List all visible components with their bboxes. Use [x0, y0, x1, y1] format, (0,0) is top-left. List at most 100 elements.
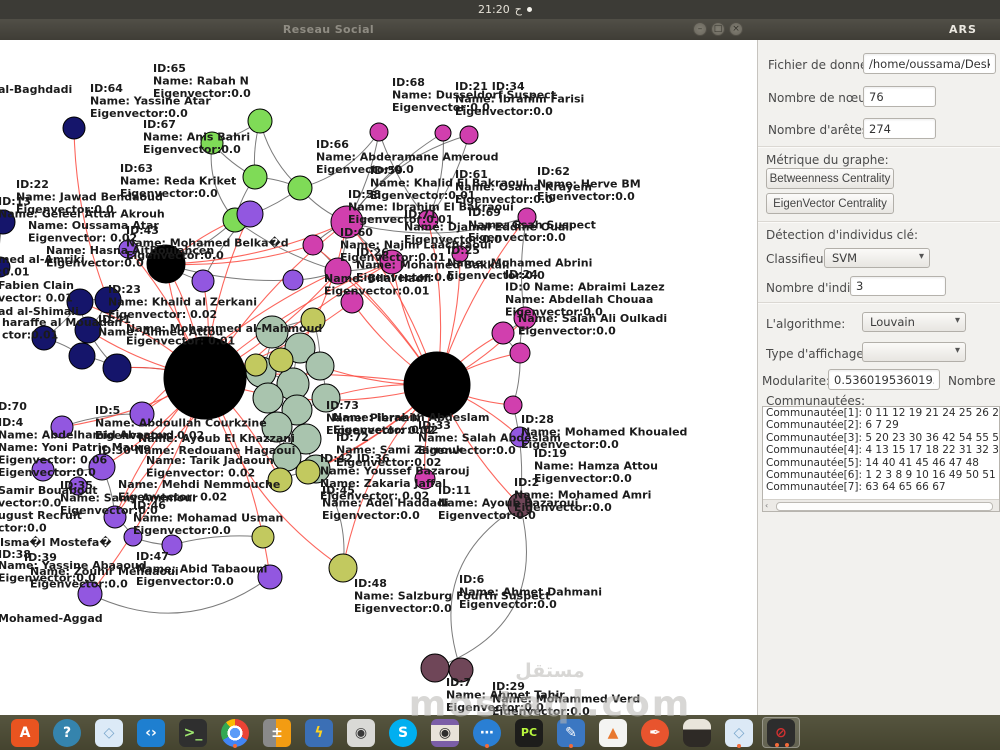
- graph-node-o4[interactable]: [267, 467, 293, 493]
- graph-node-v5[interactable]: [66, 288, 94, 316]
- graph-node-v4[interactable]: [0, 256, 11, 278]
- graph-node-s9[interactable]: [261, 411, 293, 443]
- graph-node-v3[interactable]: [0, 209, 16, 235]
- badger-app-icon[interactable]: [678, 717, 716, 748]
- app-titlebar[interactable]: Reseau Social – □ ×: [0, 19, 757, 41]
- vlc-icon[interactable]: ▲: [594, 717, 632, 748]
- maximize-icon[interactable]: □: [711, 22, 725, 36]
- graph-node-s8[interactable]: [311, 383, 341, 413]
- chrome-icon[interactable]: [216, 717, 254, 748]
- graph-node-s1[interactable]: [255, 315, 289, 349]
- graph-node-o6[interactable]: [328, 553, 358, 583]
- graph-node-m11[interactable]: [509, 342, 531, 364]
- screen-recorder-icon[interactable]: ⊘: [762, 717, 800, 748]
- graph-node-m1[interactable]: [369, 122, 389, 142]
- feather-app-icon[interactable]: ✒: [636, 717, 674, 748]
- graph-node-m9[interactable]: [517, 207, 537, 227]
- graph-node-o7[interactable]: [251, 525, 275, 549]
- community-row[interactable]: Communautée[7]: 63 64 65 66 67: [766, 481, 946, 494]
- graph-node-v9[interactable]: [102, 353, 132, 383]
- graph-node-s7[interactable]: [281, 394, 313, 426]
- minimize-icon[interactable]: –: [693, 22, 707, 36]
- messenger-icon[interactable]: ⋯: [468, 717, 506, 748]
- graph-node-g1[interactable]: [247, 108, 273, 134]
- community-row[interactable]: Communautée[6]: 1 2 3 8 9 10 16 49 50 51…: [766, 469, 999, 482]
- modularity-input[interactable]: [828, 369, 940, 390]
- graph-node-m8[interactable]: [451, 245, 469, 263]
- graph-node-m2[interactable]: [434, 124, 452, 142]
- drawing-app-icon[interactable]: ✎: [552, 717, 590, 748]
- key-count-input[interactable]: [850, 276, 946, 296]
- help-icon[interactable]: ?: [48, 717, 86, 748]
- photos-icon[interactable]: ◉: [426, 717, 464, 748]
- community-row[interactable]: Communautée[2]: 6 7 29: [766, 419, 899, 432]
- graph-node-m6[interactable]: [379, 249, 405, 275]
- graph-node-p7[interactable]: [31, 458, 55, 482]
- scrollbar-thumb[interactable]: [776, 502, 993, 511]
- graph-node-b3[interactable]: [403, 351, 471, 419]
- graph-node-m5[interactable]: [417, 209, 439, 231]
- graph-node-v8[interactable]: [68, 342, 96, 370]
- graph-node-p2[interactable]: [191, 269, 215, 293]
- panel-titlebar[interactable]: ARS: [757, 19, 1000, 41]
- clock[interactable]: 21:20 ح: [478, 3, 532, 16]
- file-input[interactable]: [863, 53, 996, 74]
- graph-node-o1[interactable]: [300, 307, 326, 333]
- graph-node-m4[interactable]: [330, 205, 364, 239]
- graph-node-p9[interactable]: [68, 476, 88, 496]
- camera-icon[interactable]: ◉: [342, 717, 380, 748]
- graph-node-m17[interactable]: [302, 234, 324, 256]
- remote-desktop-icon[interactable]: ϟ: [300, 717, 338, 748]
- node-count-input[interactable]: [863, 86, 936, 107]
- graph-node-p11[interactable]: [123, 527, 143, 547]
- graph-node-m14[interactable]: [414, 468, 436, 490]
- graph-node-m13[interactable]: [491, 321, 515, 345]
- vscode-icon[interactable]: ‹›: [132, 717, 170, 748]
- graph-node-p8[interactable]: [88, 453, 116, 481]
- communities-listbox[interactable]: Communautée[1]: 0 11 12 19 21 24 25 26 2…: [762, 406, 1000, 512]
- terminal-icon[interactable]: >_: [174, 717, 212, 748]
- community-row[interactable]: Communautée[3]: 5 20 23 30 36 42 54 55 5…: [766, 431, 999, 444]
- graph-node-p6[interactable]: [129, 401, 155, 427]
- edge-count-input[interactable]: [863, 118, 936, 139]
- graph-node-g3[interactable]: [242, 164, 268, 190]
- graph-node-r2[interactable]: [420, 653, 450, 683]
- classifier-select[interactable]: SVM: [824, 248, 930, 268]
- graph-node-v6[interactable]: [94, 286, 122, 314]
- graph-node-m15[interactable]: [340, 290, 364, 314]
- cube-app-icon[interactable]: ◇: [90, 717, 128, 748]
- graph-node-b1[interactable]: [146, 244, 186, 284]
- algorithm-select[interactable]: Louvain: [862, 312, 966, 332]
- graph-node-s6[interactable]: [252, 382, 284, 414]
- graph-node-b2[interactable]: [163, 336, 247, 420]
- graph-node-g2[interactable]: [200, 131, 224, 155]
- graph-node-v10[interactable]: [31, 325, 57, 351]
- graph-node-o3[interactable]: [268, 347, 294, 373]
- community-row[interactable]: Communautée[1]: 0 11 12 19 21 24 25 26 2…: [766, 407, 999, 419]
- graph-node-m10[interactable]: [513, 306, 537, 330]
- graph-node-v7[interactable]: [74, 316, 102, 344]
- display-type-select[interactable]: [862, 342, 966, 362]
- pycharm-icon[interactable]: PC: [510, 717, 548, 748]
- graph-node-s10[interactable]: [290, 423, 322, 455]
- graph-node-s5[interactable]: [305, 351, 335, 381]
- software-center-icon[interactable]: A: [6, 717, 44, 748]
- eigenvector-button[interactable]: EigenVector Centrality: [766, 193, 894, 214]
- graph-node-g4[interactable]: [287, 175, 313, 201]
- scroll-left-icon[interactable]: ‹: [765, 501, 769, 510]
- graph-node-v1[interactable]: [62, 116, 86, 140]
- skype-icon[interactable]: S: [384, 717, 422, 748]
- graph-node-r1[interactable]: [507, 492, 533, 518]
- graph-node-p14[interactable]: [257, 564, 283, 590]
- calculator-icon[interactable]: ±: [258, 717, 296, 748]
- graph-node-o2[interactable]: [244, 353, 268, 377]
- betweenness-button[interactable]: Betweenness Centrality: [766, 168, 894, 189]
- graph-node-p3[interactable]: [118, 239, 138, 259]
- community-row[interactable]: Communautée[5]: 14 40 41 45 46 47 48: [766, 456, 979, 469]
- graph-node-p13[interactable]: [77, 581, 103, 607]
- graph-node-p1[interactable]: [236, 200, 264, 228]
- graph-node-o5[interactable]: [295, 459, 321, 485]
- graph-node-m3[interactable]: [459, 125, 479, 145]
- graph-node-m7[interactable]: [324, 257, 352, 285]
